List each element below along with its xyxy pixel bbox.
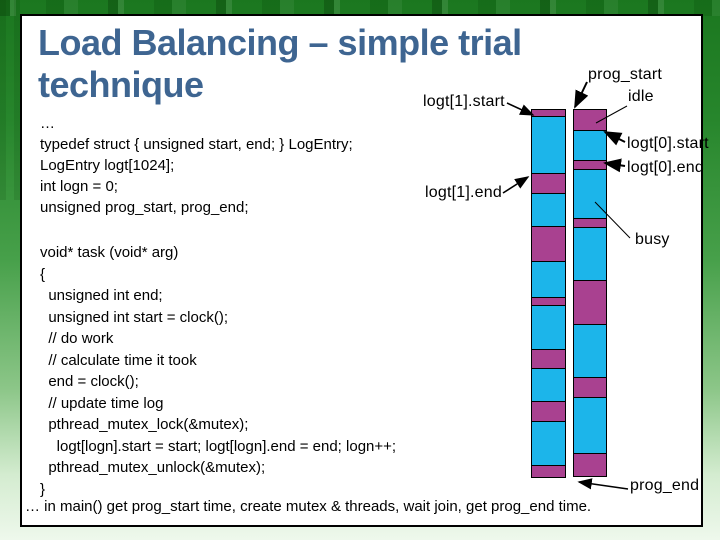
timeline-segment-busy bbox=[531, 261, 566, 298]
background-top-stripes bbox=[0, 0, 720, 16]
code-block-globals: … typedef struct { unsigned start, end; }… bbox=[40, 113, 353, 218]
timeline-segment-busy bbox=[531, 305, 566, 350]
timeline-segment-busy bbox=[531, 368, 566, 402]
code-line: pthread_mutex_unlock(&mutex); bbox=[40, 459, 266, 476]
code-line: // calculate time it took bbox=[40, 351, 197, 369]
footer-note: … in main() get prog_start time, create … bbox=[25, 498, 592, 515]
background-left-stripes bbox=[0, 0, 21, 200]
timeline-bar-thread0 bbox=[573, 109, 607, 477]
arrow-prog-end bbox=[577, 478, 629, 490]
code-line: unsigned prog_start, prog_end; bbox=[40, 199, 249, 216]
timeline-segment-idle bbox=[573, 377, 607, 398]
timeline-bar-thread1 bbox=[531, 109, 566, 478]
timeline-segment-busy bbox=[531, 421, 566, 466]
timeline-segment-idle bbox=[531, 349, 566, 369]
code-line: // do work bbox=[40, 330, 114, 347]
timeline-segment-idle bbox=[573, 109, 607, 131]
timeline-segment-busy bbox=[573, 130, 607, 161]
label-busy: busy bbox=[635, 231, 670, 248]
code-line: // update time log bbox=[40, 394, 164, 412]
code-line: unsigned int start = clock(); bbox=[40, 308, 228, 326]
label-prog-start: prog_start bbox=[588, 66, 663, 83]
code-line: int logn = 0; bbox=[40, 178, 118, 195]
code-line: end = clock(); bbox=[40, 373, 139, 390]
code-line: unsigned int end; bbox=[40, 287, 163, 304]
label-logt0-start: logt[0].start bbox=[627, 135, 709, 152]
timeline-segment-idle bbox=[531, 465, 566, 478]
code-block-task-function: void* task (void* arg) { unsigned int end… bbox=[40, 242, 396, 500]
code-line: … bbox=[40, 115, 55, 132]
timeline-segment-idle bbox=[573, 453, 607, 477]
label-logt1-end: logt[1].end bbox=[425, 184, 502, 201]
arrow-logt0-start bbox=[603, 131, 626, 146]
code-line: void* task (void* arg) bbox=[40, 244, 179, 261]
label-idle: idle bbox=[628, 88, 654, 105]
code-line: pthread_mutex_lock(&mutex); bbox=[40, 416, 249, 433]
arrow-logt1-end bbox=[502, 176, 530, 194]
timeline-segment-busy bbox=[573, 324, 607, 378]
timeline-segment-busy bbox=[573, 227, 607, 281]
timeline-segment-idle bbox=[573, 280, 607, 325]
timeline-segment-busy bbox=[573, 169, 607, 219]
code-line: logt[logn].start = start; logt[logn].end… bbox=[40, 437, 397, 455]
timeline-segment-idle bbox=[531, 401, 566, 422]
timeline-segment-idle bbox=[531, 226, 566, 262]
label-logt1-start: logt[1].start bbox=[423, 93, 505, 110]
slide-title-line1: Load Balancing – simple trial bbox=[38, 22, 522, 63]
timeline-segment-busy bbox=[531, 116, 566, 174]
slide-title-line2: technique bbox=[38, 64, 204, 105]
label-logt0-end: logt[0].end bbox=[627, 159, 704, 176]
code-line: typedef struct { unsigned start, end; } … bbox=[40, 136, 353, 153]
label-prog-end: prog_end bbox=[630, 477, 700, 494]
code-line: LogEntry logt[1024]; bbox=[40, 157, 175, 174]
timeline-segment-busy bbox=[531, 193, 566, 227]
code-line: { bbox=[40, 265, 46, 283]
timeline-segment-busy bbox=[573, 397, 607, 454]
timeline-segment-idle bbox=[531, 173, 566, 194]
arrow-logt0-end bbox=[603, 158, 626, 173]
code-line: } bbox=[40, 480, 46, 498]
